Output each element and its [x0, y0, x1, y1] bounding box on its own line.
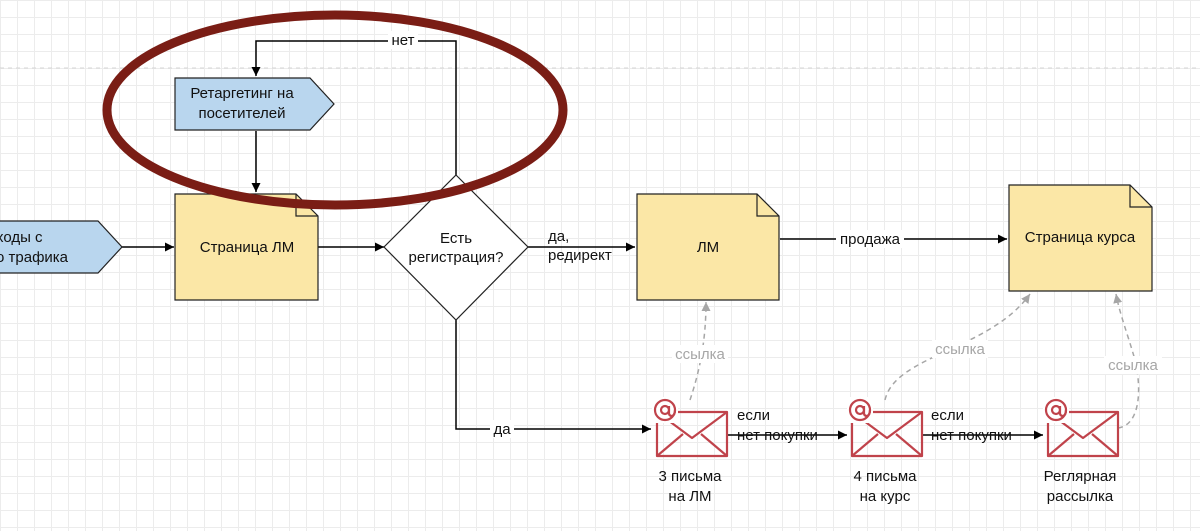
edge-label-yes-redirect-line2: редирект: [548, 247, 612, 264]
highlight-ellipse: [102, 10, 568, 210]
edge-decision-yes-to-emails[interactable]: [455, 320, 651, 434]
node-traffic-source-line1: ходы с: [0, 229, 43, 246]
edge-decision-no-to-retargeting[interactable]: [251, 40, 457, 175]
node-retargeting-line1: Ретаргетинг на: [190, 85, 294, 102]
edge-label-yes-redirect-line1: да,: [548, 228, 569, 245]
node-retargeting[interactable]: [174, 77, 335, 131]
edge-label-yes: да: [493, 421, 511, 438]
edge-label-no-purchase-2-line1: если: [931, 407, 964, 424]
node-course-page-label: Страница курса: [1025, 229, 1136, 246]
node-regular-mailing-line2: рассылка: [1047, 488, 1114, 505]
node-lead-magnet-label: ЛМ: [697, 239, 719, 256]
edge-label-no-purchase-1-line1: если: [737, 407, 770, 424]
node-registration-decision[interactable]: [383, 174, 529, 321]
node-emails-lm-line1: 3 письма: [659, 468, 723, 485]
node-lead-magnet[interactable]: [636, 193, 780, 301]
email-icon[interactable]: [1043, 397, 1120, 458]
edge-label-no-purchase-1-line2: нет покупки: [737, 427, 818, 444]
edge-label-link-2: ссылка: [935, 341, 985, 358]
edge-label-no-purchase-2-line2: нет покупки: [931, 427, 1012, 444]
node-registration-decision-line2: регистрация?: [408, 249, 503, 266]
node-landing-page[interactable]: [174, 193, 319, 301]
node-registration-decision-line1: Есть: [440, 230, 472, 247]
node-emails-lm-line2: на ЛМ: [668, 488, 711, 505]
node-regular-mailing-line1: Реглярная: [1044, 468, 1117, 485]
node-emails-course-line2: на курс: [860, 488, 911, 505]
node-traffic-source-line2: о трафика: [0, 249, 69, 266]
node-retargeting-line2: посетителей: [198, 105, 285, 122]
edge-label-no: нет: [392, 32, 415, 49]
edge-label-link-1: ссылка: [675, 346, 725, 363]
edge-label-sale: продажа: [840, 231, 901, 248]
node-traffic-source[interactable]: [0, 220, 123, 274]
node-course-page[interactable]: [1008, 184, 1153, 292]
edge-label-link-3: ссылка: [1108, 357, 1158, 374]
node-landing-page-label: Страница ЛМ: [200, 239, 295, 256]
node-emails-course-line1: 4 письма: [854, 468, 918, 485]
email-icon[interactable]: [652, 397, 729, 458]
email-icon[interactable]: [847, 397, 924, 458]
